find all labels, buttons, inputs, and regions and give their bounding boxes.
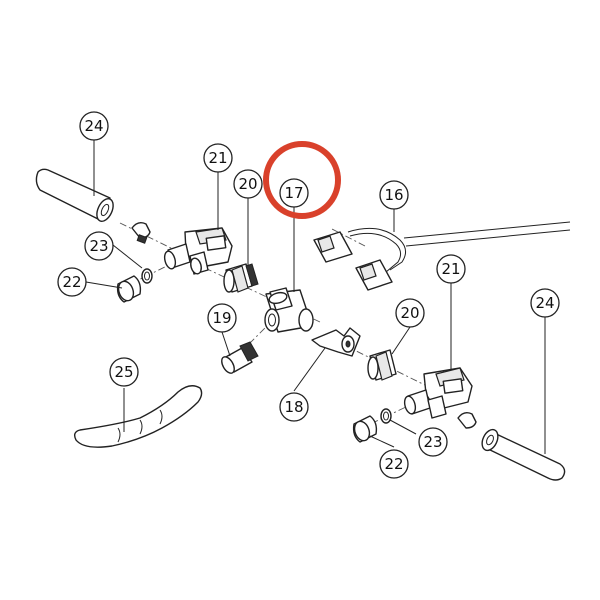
hose-upper-left — [35, 168, 114, 222]
hose-lower-right — [481, 428, 566, 481]
hose-barb-fitting — [221, 341, 259, 374]
callout-label: 20 — [400, 304, 419, 322]
solenoid-valve-lower-right — [403, 367, 477, 429]
callout-22-right: 22 — [379, 449, 409, 479]
o-ring-left — [141, 268, 153, 284]
callout-22-left: 22 — [57, 267, 87, 297]
solenoid-valve-upper-left — [131, 221, 233, 275]
callout-23-left: 23 — [84, 231, 114, 261]
callout-label: 22 — [62, 273, 81, 291]
curved-hose — [73, 385, 203, 448]
cap-left — [116, 275, 142, 303]
callout-label: 18 — [284, 398, 303, 416]
mounting-bracket — [311, 327, 361, 357]
callout-21-lower: 21 — [436, 254, 466, 284]
o-ring-right — [380, 408, 392, 424]
callout-label: 17 — [284, 184, 303, 202]
callout-label: 19 — [212, 309, 231, 327]
callout-label: 22 — [384, 455, 403, 473]
callout-label: 24 — [535, 294, 554, 312]
threaded-fitting-lower — [367, 349, 397, 381]
callout-24-lower: 24 — [530, 288, 560, 318]
callout-16: 16 — [379, 180, 409, 210]
callout-23-right: 23 — [418, 427, 448, 457]
callout-label: 16 — [384, 186, 403, 204]
threaded-fitting-upper — [223, 263, 259, 293]
callout-label: 23 — [423, 433, 442, 451]
callout-21-upper: 21 — [203, 143, 233, 173]
callout-20-upper: 20 — [233, 169, 263, 199]
callout-19: 19 — [207, 303, 237, 333]
callout-label: 21 — [441, 260, 460, 278]
callout-25: 25 — [109, 357, 139, 387]
highlight-ring — [263, 141, 341, 219]
callout-label: 25 — [114, 363, 133, 381]
callout-17: 17 — [279, 178, 309, 208]
tee-fitting — [264, 287, 314, 333]
leader-lines — [85, 140, 546, 454]
connector-cable — [313, 221, 571, 291]
callout-label: 23 — [89, 237, 108, 255]
callout-20-lower: 20 — [395, 298, 425, 328]
callout-24-upper: 24 — [79, 111, 109, 141]
callout-label: 24 — [84, 117, 103, 135]
cap-right — [352, 415, 378, 443]
callout-18: 18 — [279, 392, 309, 422]
callout-label: 20 — [238, 175, 257, 193]
callout-label: 21 — [208, 149, 227, 167]
